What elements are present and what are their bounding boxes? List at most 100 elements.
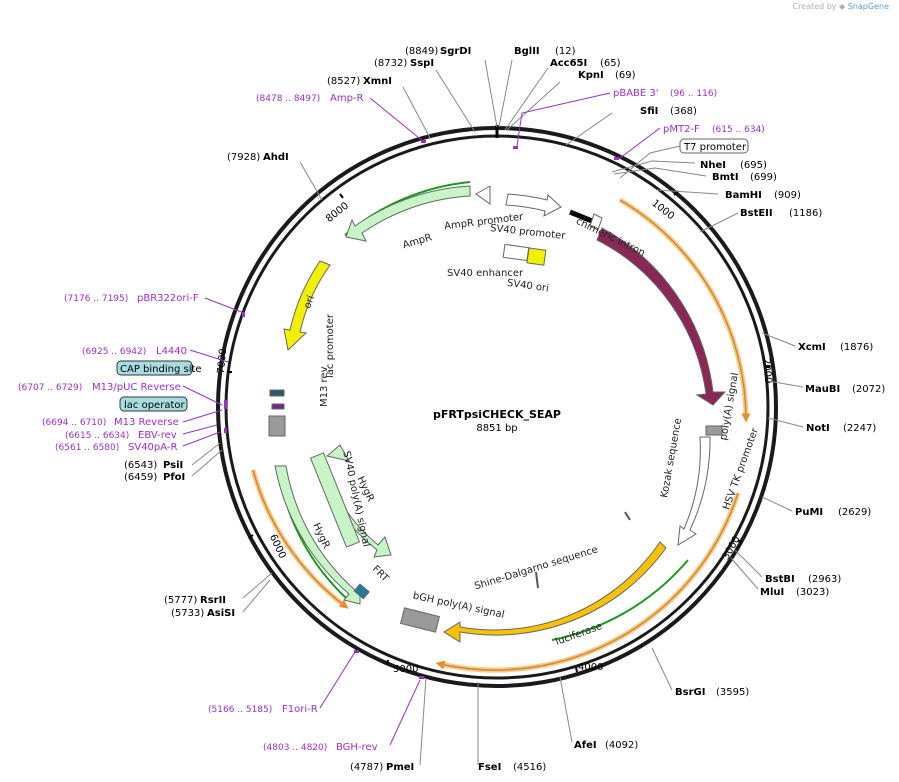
primer-range: (6707 .. 6729): [18, 383, 82, 393]
primer-line-pbabe3: [516, 92, 611, 147]
enzyme-name: BstEII: [740, 208, 773, 219]
enzyme-name: XmnI: [363, 76, 392, 87]
primer-line-ebvrev: [182, 424, 218, 435]
primer-name: SV40pA-R: [128, 442, 177, 453]
primer-range: (6925 .. 6942): [82, 347, 146, 357]
feature-seap: [596, 227, 727, 406]
label-m13-rev: M13 rev: [319, 366, 330, 407]
enzyme-name: PsiI: [163, 460, 183, 471]
enzyme-pos: (5777): [164, 595, 197, 606]
orf-green-luc: [551, 559, 689, 641]
enzyme-pos: (7928): [227, 152, 260, 163]
feature-sv40-ori: [526, 247, 547, 266]
enzyme-pos: (12): [555, 46, 576, 57]
leader-xcmi: [761, 332, 796, 347]
t7-promoter-label: T7 promoter: [683, 142, 747, 153]
feature-lac-promoter: [269, 389, 285, 397]
primer-mark: [224, 400, 227, 409]
enzyme-name: SspI: [410, 58, 434, 69]
primer-name: BGH-rev: [336, 742, 378, 753]
feature-hygr-outer: [274, 465, 361, 605]
enzyme-name: RsrII: [200, 595, 226, 606]
orf-arc-luc-line: [435, 492, 739, 671]
enzyme-labels: (8849) SgrDI BglII (12) (8732) SspI Acc6…: [124, 46, 885, 773]
enzyme-pos: (6543): [124, 460, 157, 471]
primer-line-amp-r: [369, 97, 425, 143]
enzyme-pos: (3023): [796, 587, 829, 598]
enzyme-name: PuMI: [795, 507, 823, 518]
watermark-brand: SnapGene: [847, 2, 889, 11]
primer-line-pbr322: [204, 297, 245, 314]
feature-sv40-promoter: [505, 193, 562, 217]
features: [268, 185, 727, 643]
feature-lac-operator: [271, 403, 285, 410]
leader-nhei: [611, 160, 696, 173]
feature-polya-signal: [705, 425, 723, 436]
primer-line-m13rev: [182, 409, 223, 423]
primer-range: (5166 .. 5185): [208, 705, 272, 715]
label-lac-promoter: lac promoter: [325, 313, 336, 378]
feature-shine-dalgarno: [535, 571, 539, 589]
enzyme-pos: (3595): [716, 687, 749, 698]
enzyme-name: AhdI: [263, 152, 289, 163]
leader-kpni: [506, 81, 561, 131]
feature-sv40-polya: [268, 415, 286, 437]
feature-kozak: [624, 511, 631, 521]
enzyme-pos: (2247): [843, 423, 876, 434]
enzyme-name: BstBI: [765, 574, 795, 585]
enzyme-name: NotI: [806, 423, 830, 434]
primer-line-pmt2f: [619, 127, 661, 159]
primer-name: L4440: [156, 346, 187, 357]
leader-xmni: [402, 86, 431, 139]
enzyme-name: NheI: [700, 160, 726, 171]
leader-mlui: [730, 557, 759, 590]
leader-bstii: [699, 212, 739, 233]
leader-pmei: [419, 677, 427, 766]
leader-bamhi: [656, 189, 719, 195]
feature-frt: [353, 583, 370, 600]
leader-t7: [619, 145, 681, 179]
enzyme-name: BglII: [514, 46, 540, 57]
primer-labels: (8478 .. 8497) Amp-R pBABE 3' (96 .. 116…: [18, 88, 765, 753]
enzyme-pos: (65): [600, 58, 621, 69]
feature-luciferase: [443, 541, 667, 643]
feature-ampr: [345, 185, 471, 242]
label-polya-signal: poly(A) signal: [718, 372, 741, 441]
leader-bglii: [498, 59, 513, 128]
enzyme-name: PmeI: [386, 762, 414, 773]
leader-sgrdi: [484, 59, 498, 128]
cap-binding-site-box: [116, 360, 193, 376]
primer-name: EBV-rev: [138, 430, 177, 441]
orf-arc-seap-line: [619, 199, 751, 423]
enzyme-name: MauBI: [805, 384, 840, 395]
leader-pumi: [761, 496, 793, 512]
enzyme-pos: (8849): [405, 46, 438, 57]
watermark: Created by ◆ SnapGene: [792, 2, 889, 11]
leader-bsrgi: [651, 647, 673, 691]
enzyme-pos: (1186): [789, 208, 822, 219]
primer-range: (6615 .. 6634): [65, 431, 129, 441]
enzyme-name: SfiI: [640, 106, 658, 117]
ruler-label-2000: 2000: [760, 358, 773, 384]
primer-name: pMT2-F: [663, 124, 700, 135]
enzyme-pos: (2963): [808, 574, 841, 585]
primer-range: (6694 .. 6710): [42, 418, 106, 428]
leader-asisi: [242, 579, 271, 613]
label-ori: ori: [302, 294, 317, 310]
leader-bstbi: [734, 549, 763, 578]
primer-mark: [354, 650, 359, 653]
feature-ampr-promoter: [475, 185, 491, 205]
feature-hygr-head: [325, 444, 350, 462]
enzyme-pos: (909): [774, 190, 801, 201]
primer-name: Amp-R: [330, 93, 364, 104]
primer-name: pBABE 3': [613, 88, 659, 99]
primer-name: F1ori-R: [282, 704, 318, 715]
enzyme-pos: (699): [750, 172, 777, 183]
enzyme-pos: (368): [670, 106, 697, 117]
t7-promoter-box: [679, 138, 749, 154]
label-chimeric-intron: chimeric intron: [574, 216, 647, 259]
leader-ahdi: [299, 161, 323, 201]
label-sv40-enhancer: SV40 enhancer: [447, 268, 524, 279]
primer-name: pBR322ori-F: [137, 293, 199, 304]
primer-line-f1ori: [319, 651, 356, 709]
